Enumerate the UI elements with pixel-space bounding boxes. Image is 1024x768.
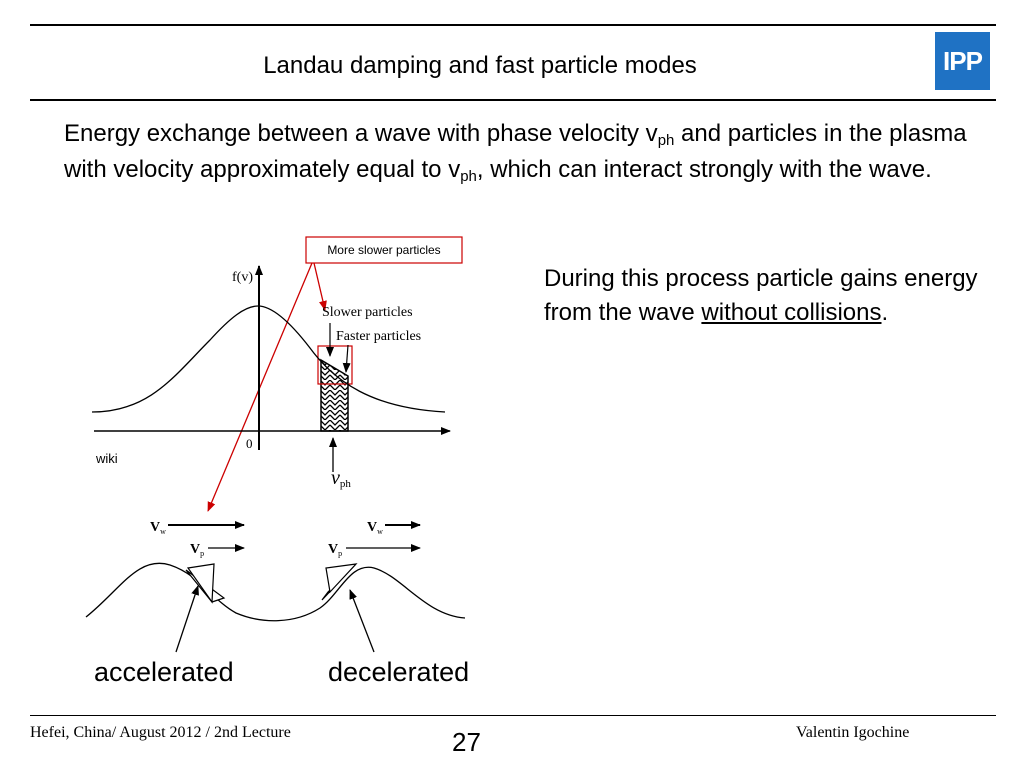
- vph-sub: ph: [340, 478, 352, 490]
- callout-box: [305, 236, 463, 264]
- faster-particles-label: Faster particles: [336, 329, 421, 344]
- accelerated-pointer: [175, 585, 199, 653]
- footer-rule: [30, 715, 996, 716]
- process-text-1: During this process particle gains energ…: [544, 265, 978, 326]
- accelerated-label: accelerated: [94, 657, 234, 687]
- right-vp-main: V: [328, 542, 338, 557]
- header-bottom-rule: [30, 99, 996, 101]
- intro-text-3: , which can interact strongly with the w…: [476, 156, 932, 183]
- y-axis-label: f(v): [232, 270, 253, 285]
- left-vp-sub: p: [200, 549, 204, 558]
- page-number: 27: [452, 727, 481, 757]
- footer-author: Valentin Igochine: [796, 724, 910, 741]
- right-vw-label: Vw: [367, 520, 383, 536]
- right-vw-sub: w: [377, 527, 383, 536]
- vph-label: vph: [331, 467, 351, 490]
- intro-subscript-2: ph: [460, 168, 477, 185]
- vph-main: v: [331, 467, 340, 489]
- left-particle-icon: [185, 563, 226, 604]
- process-description: During this process particle gains energ…: [544, 262, 984, 330]
- left-vp-main: V: [190, 542, 200, 557]
- right-vp-label: Vp: [328, 542, 342, 558]
- left-vw-main: V: [150, 520, 160, 535]
- left-vw-label: Vw: [150, 520, 166, 536]
- distribution-curve: [91, 305, 446, 413]
- process-text-underlined: without collisions: [701, 299, 882, 326]
- process-text-2: .: [881, 299, 889, 326]
- ipp-logo-text: IPP: [943, 45, 983, 76]
- wiki-source: wiki: [95, 451, 118, 466]
- origin-label: 0: [246, 436, 253, 451]
- right-vp-sub: p: [338, 549, 342, 558]
- landau-diagram: More slower particles f(v) 0 Slower part…: [85, 236, 466, 653]
- header-top-rule: [30, 24, 996, 26]
- intro-text-1: Energy exchange between a wave with phas…: [64, 120, 658, 147]
- callout-arrow-to-curve: [313, 262, 327, 311]
- left-vw-sub: w: [160, 527, 166, 536]
- slide-title: Landau damping and fast particle modes: [263, 52, 697, 79]
- decelerated-pointer: [349, 589, 375, 653]
- hatched-region: [320, 358, 349, 432]
- intro-paragraph: Energy exchange between a wave with phas…: [64, 116, 974, 188]
- footer-left: Hefei, China/ August 2012 / 2nd Lecture: [30, 724, 291, 741]
- right-particle-icon: [321, 563, 358, 601]
- intro-text-2: and particles in the plasma with velocit…: [64, 120, 967, 183]
- highlight-box: [317, 345, 353, 385]
- left-vp-label: Vp: [190, 542, 204, 558]
- ipp-logo: IPP: [935, 32, 990, 90]
- wave-curve: [85, 562, 466, 622]
- decelerated-label: decelerated: [328, 657, 470, 687]
- intro-subscript-1: ph: [657, 132, 675, 149]
- right-vw-main: V: [367, 520, 377, 535]
- faster-pointer: [342, 344, 351, 373]
- slower-particles-label: Slower particles: [322, 305, 413, 320]
- callout-text: More slower particles: [327, 243, 440, 257]
